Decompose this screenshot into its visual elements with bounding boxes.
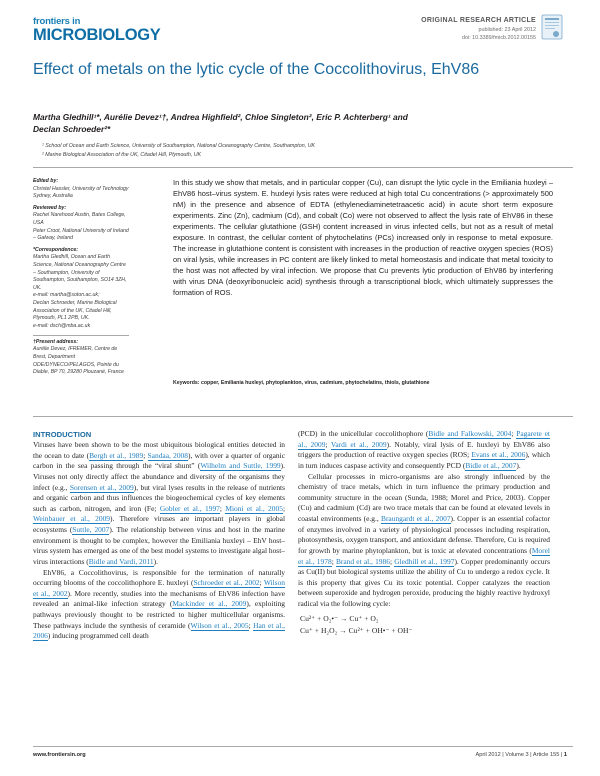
citation-link[interactable]: Mackinder et al., 2009 (172, 599, 247, 610)
equation-1: Cu²⁺ + O₂•⁻ → Cu⁺ + O₂ (300, 613, 379, 623)
correspondence-heading: *Correspondence: (33, 246, 78, 253)
citation-link[interactable]: Gledhill et al., 1997 (394, 556, 455, 567)
citation-link[interactable]: Schroeder et al., 2002 (193, 578, 260, 589)
footer-website-link[interactable]: www.frontiersin.org (33, 752, 86, 758)
open-access-badge-icon (541, 14, 563, 40)
abstract: In this study we show that metals, and i… (173, 178, 553, 297)
doi: doi: 10.3389/fmicb.2012.00155 (461, 35, 536, 42)
citation-link[interactable]: Suttle, 2007 (72, 525, 110, 535)
present-address: Aurélie Devez, IFREMER, Centre de Brest,… (33, 346, 124, 376)
article-meta: ORIGINAL RESEARCH ARTICLE published: 23 … (421, 17, 536, 43)
author-list: Martha Gledhill¹*, Aurélie Devez¹†, Andr… (33, 111, 553, 135)
citation-link[interactable]: Pagarete et al., 2009 (298, 429, 550, 450)
article-info-sidebar: Edited by: Christel Hassler, University … (33, 178, 129, 377)
article-type: ORIGINAL RESEARCH ARTICLE (421, 17, 536, 24)
citation-link[interactable]: Evans et al., 2006 (471, 450, 526, 461)
reviewed-by-heading: Reviewed by: (33, 204, 67, 211)
citation-link[interactable]: Wilson et al., 2005 (190, 620, 249, 631)
correspondence-1: Martha Gledhill, Ocean and Earth Science… (33, 254, 127, 291)
affiliation-2: ² Marine Biological Association of the U… (42, 151, 202, 158)
citation-link[interactable]: Wilhelm and Suttle, 1999 (200, 461, 281, 472)
equation-2: Cu⁺ + H₂O₂ → Cu²⁺ + OH•⁻ + OH⁻ (300, 626, 413, 636)
correspondence-2: Declan Schroeder, Marine Biological Asso… (33, 299, 117, 322)
section-heading-introduction: INTRODUCTION (33, 430, 92, 439)
citation-link[interactable]: Braungardt et al., 2007 (380, 514, 451, 524)
page-number: 1 (563, 752, 567, 758)
email-2[interactable]: e-mail: dsch@mba.ac.uk (33, 322, 91, 329)
keywords-list: copper, Emiliania huxleyi, phytoplankton… (200, 380, 430, 386)
citation-link[interactable]: Bidle and Vardi, 2011 (88, 556, 154, 567)
affiliations: ¹ School of Ocean and Earth Science, Uni… (42, 142, 542, 159)
footer-issue-info: April 2012 | Volume 3 | Article 155 | (475, 752, 563, 758)
email-1[interactable]: e-mail: martha@soton.ac.uk; (33, 292, 100, 299)
reviewer-1: Rachel Narehood Austin, Bates College, U… (33, 212, 126, 226)
equation-block: Cu²⁺ + O₂•⁻ → Cu⁺ + O₂ Cu⁺ + H₂O₂ → Cu²⁺… (298, 613, 550, 638)
edited-by-heading: Edited by: (33, 178, 59, 184)
present-address-heading: †Present address: (33, 338, 78, 345)
journal-logo-line2: MICROBIOLOGY (33, 26, 161, 44)
paragraph: (PCD) in the unicellular coccolithophore… (298, 429, 551, 471)
keywords-label: Keywords: (173, 380, 200, 386)
journal-logo-line1: frontiers in (33, 16, 81, 27)
citation-link[interactable]: Sorensen et al., 2009 (69, 482, 134, 493)
affiliation-1: ¹ School of Ocean and Earth Science, Uni… (42, 143, 315, 149)
article-title: Effect of metals on the lytic cycle of t… (33, 61, 480, 78)
citation-link[interactable]: Gobler et al., 1997 (159, 503, 220, 514)
paragraph: Cellular processes in micro-organisms ar… (298, 471, 551, 608)
paragraph: Viruses have been shown to be the most u… (33, 440, 286, 567)
body-column-left: INTRODUCTION Viruses have been shown to … (33, 430, 286, 642)
journal-logo: frontiers in MICROBIOLOGY (33, 16, 173, 52)
citation-link[interactable]: Han et al., 2006 (33, 620, 286, 642)
citation-link[interactable]: Bidle and Falkowski, 2004 (428, 429, 512, 439)
divider (33, 167, 573, 168)
published-date: published: 23 April 2012 (478, 26, 536, 33)
reviewer-2: Peter Croot, National University of Irel… (33, 227, 129, 242)
citation-link[interactable]: Sandaa, 2008 (147, 450, 188, 461)
sidebar-divider (33, 335, 129, 336)
author-line-2: Declan Schroeder²* (33, 124, 111, 134)
citation-link[interactable]: Vardi et al., 2009 (330, 439, 387, 450)
citation-link[interactable]: Mioni et al., 2005 (225, 503, 283, 514)
citation-link[interactable]: Morel et al., 1978 (298, 545, 550, 567)
divider (33, 416, 573, 417)
footer-citation-info: April 2012 | Volume 3 | Article 155 | 1 (476, 752, 567, 758)
citation-link[interactable]: Brand et al., 1986 (335, 556, 390, 567)
citation-link[interactable]: Weinbauer et al., 2009 (33, 514, 111, 525)
author-line-1: Martha Gledhill¹*, Aurélie Devez¹†, Andr… (33, 112, 408, 122)
citation-link[interactable]: Wilson et al., 2002 (33, 578, 286, 599)
paragraph: EhV86, a Coccolithovirus, is responsible… (33, 567, 286, 642)
body-column-right: (PCD) in the unicellular coccolithophore… (298, 429, 550, 638)
citation-link[interactable]: Bergh et al., 1989 (89, 450, 144, 461)
citation-link[interactable]: Bidle et al., 2007 (465, 460, 517, 471)
footer-divider (33, 746, 573, 747)
editor: Christel Hassler, University of Technolo… (33, 185, 129, 200)
keywords: Keywords: copper, Emiliania huxleyi, phy… (173, 380, 553, 387)
